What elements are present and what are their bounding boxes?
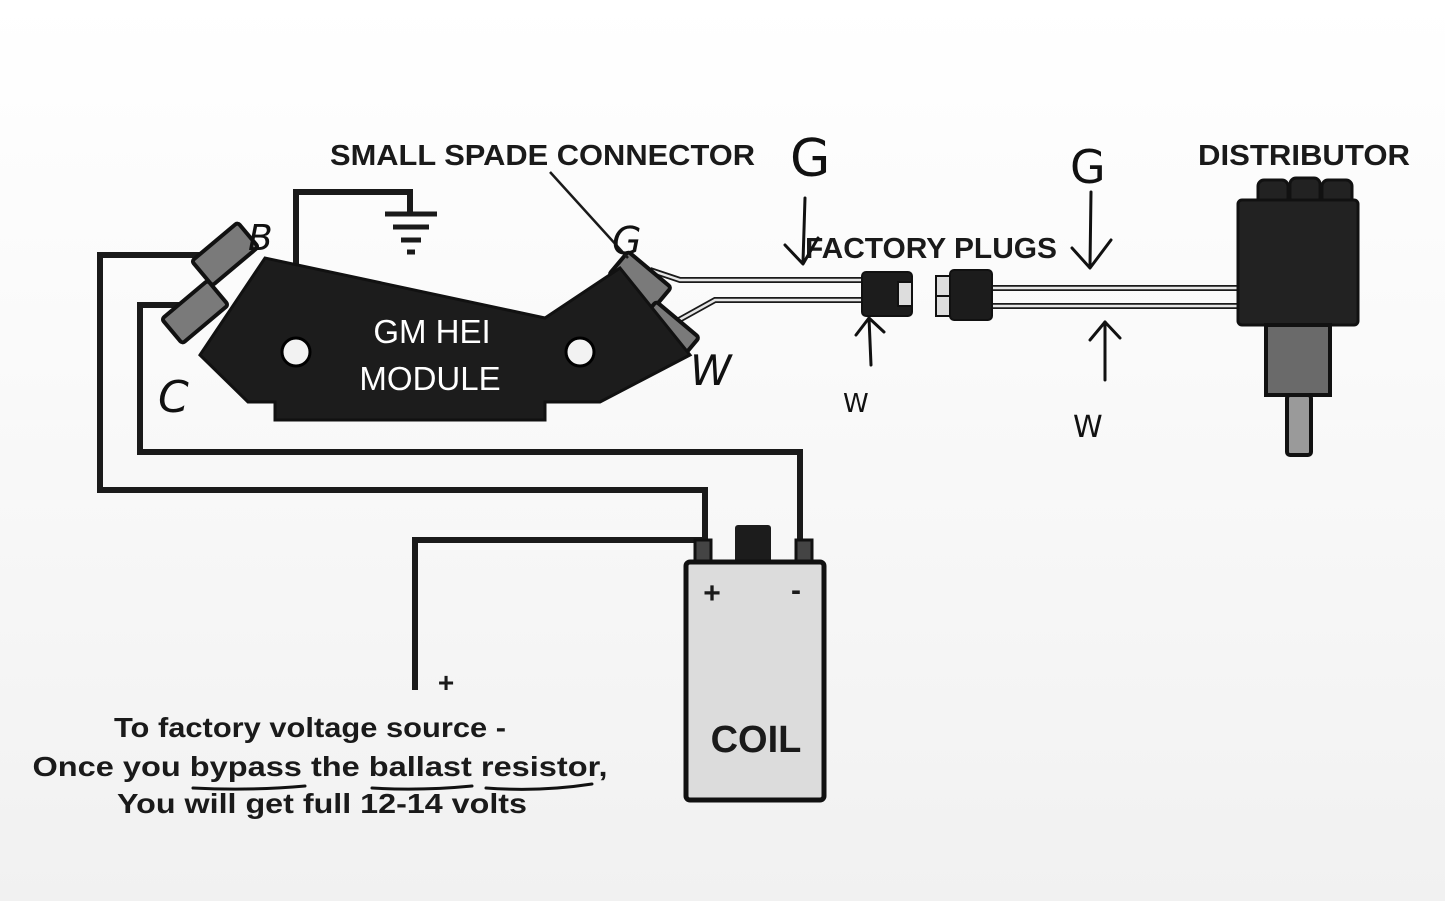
small-spade-connector-label: SMALL SPADE CONNECTOR xyxy=(330,140,755,172)
factory-plugs-label: FACTORY PLUGS xyxy=(805,233,1057,265)
arrow-up-icon xyxy=(854,316,886,367)
note-word-resistor: resistor xyxy=(481,751,600,782)
hand-label-module-b: B xyxy=(248,218,273,259)
arrow-up-icon xyxy=(1088,320,1122,382)
hand-label-module-g: G xyxy=(612,219,641,263)
ground-icon xyxy=(385,211,437,255)
coil-plus-label: + xyxy=(703,577,721,610)
factory-plug-left xyxy=(861,271,913,317)
coil-center-terminal xyxy=(735,525,771,565)
hand-label-plug-left-g: G xyxy=(790,129,830,189)
wire-module-to-plug xyxy=(649,267,865,328)
coil-minus-label: - xyxy=(791,574,801,607)
handwritten-underlines xyxy=(191,782,594,791)
arrow-down-icon xyxy=(1070,190,1113,270)
wire-module-to-coil-inner xyxy=(137,302,803,545)
hand-label-plug-right-g: G xyxy=(1070,140,1106,194)
distributor-icon xyxy=(1236,176,1360,457)
module-mount-hole-left xyxy=(280,336,312,368)
hand-label-module-c: C xyxy=(158,372,189,423)
module-terminal-b xyxy=(190,221,260,287)
note-word-ballast: ballast xyxy=(369,751,472,782)
module-body xyxy=(198,256,693,422)
coil-body xyxy=(683,559,827,803)
hand-label-module-w: W xyxy=(690,346,733,395)
coil-label: COIL xyxy=(711,719,802,761)
source-plus-label: + xyxy=(438,667,454,698)
arrow-down-icon xyxy=(783,196,820,266)
module-label-line1: GM HEI xyxy=(373,313,490,350)
wire-module-to-coil-outer xyxy=(97,252,708,545)
small-spade-leader-line xyxy=(549,171,629,259)
hei-module: GM HEI MODULE xyxy=(160,221,700,422)
note-line-3: You will get full 12-14 volts xyxy=(117,788,527,819)
module-label-line2: MODULE xyxy=(359,360,500,397)
distributor-label: DISTRIBUTOR xyxy=(1198,140,1410,172)
hand-label-plug-left-w: W xyxy=(843,389,869,419)
ignition-coil: + - COIL xyxy=(683,525,827,803)
module-terminal-c xyxy=(160,279,230,345)
wire-plug-to-distributor xyxy=(990,285,1240,309)
note-line-2: Once you bypass the ballast resistor, xyxy=(33,751,608,782)
wire-voltage-source xyxy=(412,537,705,690)
hand-label-plug-right-w: W xyxy=(1073,410,1103,445)
factory-plug-right xyxy=(935,269,993,321)
module-mount-hole-right xyxy=(564,336,596,368)
note-line-1: To factory voltage source - xyxy=(114,712,506,743)
note-word-bypass: bypass xyxy=(190,751,302,782)
